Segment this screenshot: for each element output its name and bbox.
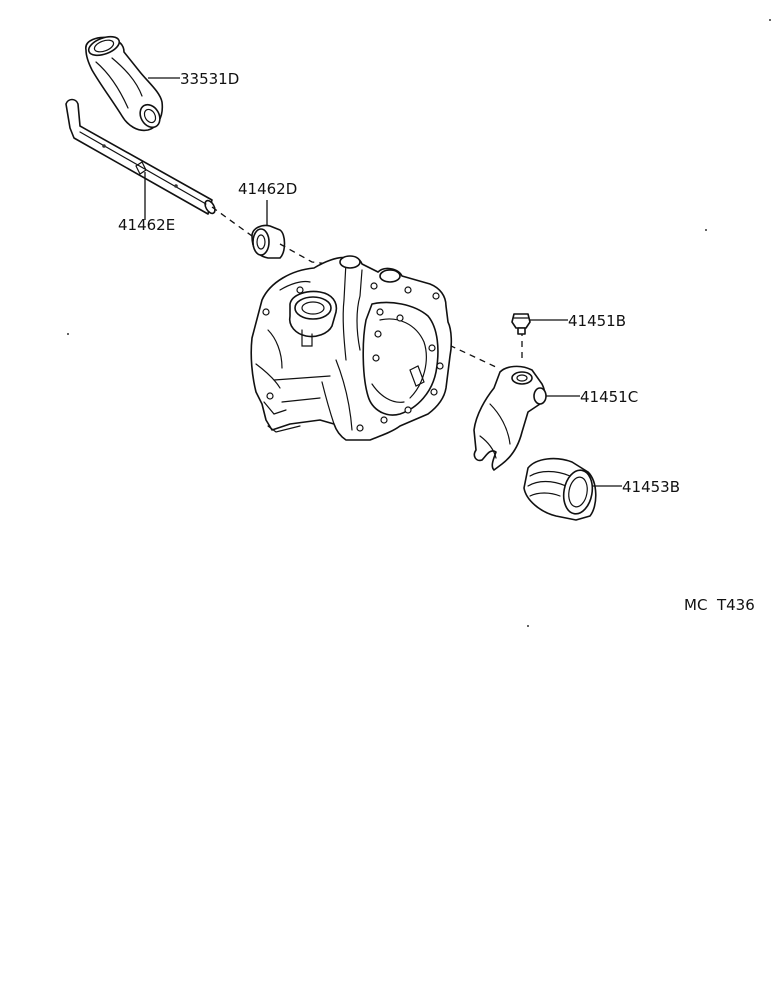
transmission-case (250, 255, 453, 441)
label-41453b: 41453B (622, 478, 680, 496)
label-41451c: 41451C (580, 388, 638, 406)
label-41451b: 41451B (568, 312, 626, 330)
alignment-line-rod (211, 206, 253, 237)
boot-part-33531d (85, 35, 164, 132)
bolt-part-41451b (511, 313, 531, 335)
bushing-part-41462d (251, 224, 286, 259)
shift-fork-part-41451c (473, 365, 547, 471)
figure-code: MC T436 (684, 596, 755, 614)
sleeve-part-41453b (523, 457, 597, 521)
label-41462d: 41462D (238, 180, 297, 198)
shift-rod-part-41462e (65, 98, 216, 215)
label-41462e: 41462E (118, 216, 175, 234)
alignment-line-fork (399, 321, 499, 369)
label-33531d: 33531D (180, 70, 239, 88)
